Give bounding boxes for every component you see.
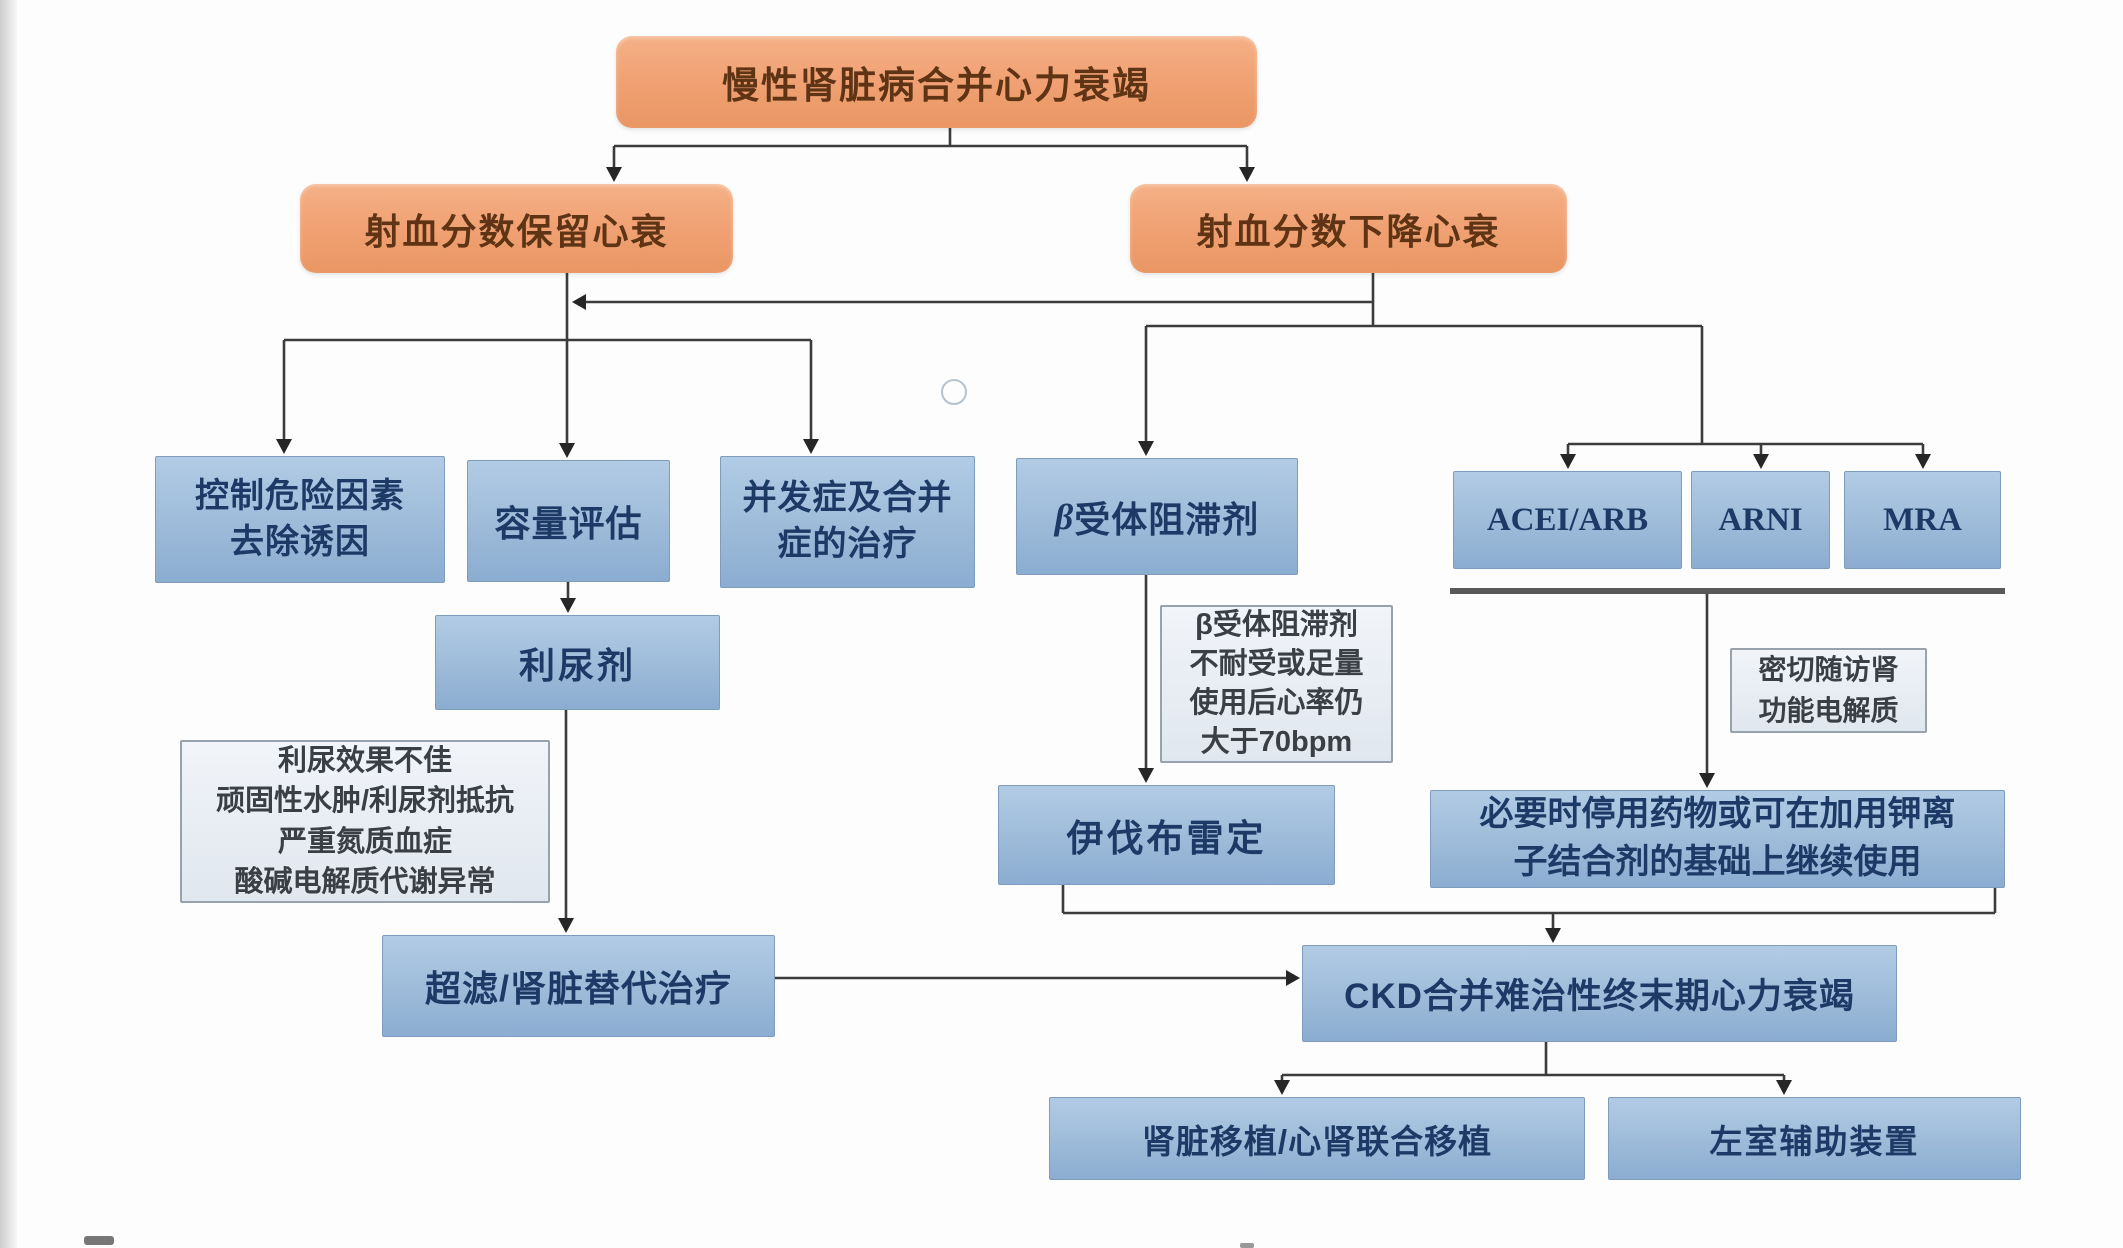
note-diuretic-failure: 利尿效果不佳 顽固性水肿/利尿剂抵抗 严重氮质血症 酸碱电解质代谢异常 [180,740,550,903]
node-ultrafiltration: 超滤/肾脏替代治疗 [382,935,775,1037]
node-potassium-binder: 必要时停用药物或可在加用钾离 子结合剂的基础上继续使用 [1430,790,2005,888]
node-ivabradine-label: 伊伐布雷定 [1066,818,1267,859]
note-diuretic-line1: 利尿效果不佳 [277,745,452,778]
node-hfpef: 射血分数保留心衰 [300,184,733,273]
node-complication-treatment: 并发症及合并 症的治疗 [720,456,975,588]
node-risk-line2: 去除诱因 [230,522,370,561]
node-ckd-endstage-hf: CKD合并难治性终末期心力衰竭 [1302,945,1897,1042]
note-beta-line2: 不耐受或足量 [1189,647,1364,680]
node-hfref-label: 射血分数下降心衰 [1196,210,1501,252]
note-beta-line4: 大于70bpm [1200,726,1353,759]
bottom-smudge-artifact [84,1236,114,1245]
node-complication-line2: 症的治疗 [777,525,918,563]
node-hfpef-label: 射血分数保留心衰 [364,210,669,252]
node-volume-assessment: 容量评估 [467,460,670,582]
node-root: 慢性肾脏病合并心力衰竭 [616,36,1257,128]
note-beta-line1: β受体阻滞剂 [1195,608,1358,641]
node-volume-label: 容量评估 [494,503,643,544]
note-renal-followup: 密切随访肾 功能电解质 [1730,648,1927,733]
note-beta-intolerance: β受体阻滞剂 不耐受或足量 使用后心率仍 大于70bpm [1160,605,1393,763]
node-transplant-label: 肾脏移植/心肾联合移植 [1141,1122,1493,1160]
node-mra-label: MRA [1883,501,1962,538]
node-kidney-heart-transplant: 肾脏移植/心肾联合移植 [1049,1097,1585,1180]
node-potassium-line1: 必要时停用药物或可在加用钾离 [1479,795,1956,834]
node-arni: ARNI [1691,471,1830,569]
page-edge-shadow [0,0,17,1248]
node-hfref: 射血分数下降心衰 [1130,184,1567,273]
node-lvad: 左室辅助装置 [1608,1097,2021,1180]
node-mra: MRA [1844,471,2001,569]
note-diuretic-line3: 严重氮质血症 [277,825,452,858]
note-diuretic-line2: 顽固性水肿/利尿剂抵抗 [215,785,515,818]
node-risk-control: 控制危险因素 去除诱因 [155,456,445,583]
node-ultrafiltration-label: 超滤/肾脏替代治疗 [424,968,732,1009]
node-acei-arb-label: ACEI/ARB [1486,501,1649,538]
node-arni-label: ARNI [1718,501,1803,538]
node-lvad-label: 左室辅助装置 [1709,1122,1920,1160]
bottom-smudge-artifact2 [1240,1243,1254,1248]
node-diuretic-label: 利尿剂 [518,644,636,686]
node-complication-line1: 并发症及合并 [742,479,953,518]
node-beta-blocker-label: 受体阻滞剂 [1074,498,1260,540]
cursor-circle-artifact [941,379,967,405]
node-diuretic: 利尿剂 [435,615,720,710]
beta-symbol: β [1054,496,1075,537]
node-ckd-endstage-label: CKD合并难治性终末期心力衰竭 [1344,977,1855,1016]
note-diuretic-line4: 酸碱电解质代谢异常 [234,865,496,898]
node-potassium-line2: 子结合剂的基础上继续使用 [1513,843,1922,881]
note-followup-line1: 密切随访肾 [1758,653,1899,685]
node-acei-arb: ACEI/ARB [1453,471,1682,569]
node-risk-line1: 控制危险因素 [195,476,405,515]
node-root-label: 慢性肾脏病合并心力衰竭 [722,65,1151,106]
note-followup-line2: 功能电解质 [1758,694,1899,726]
node-ivabradine: 伊伐布雷定 [998,785,1335,885]
note-beta-line3: 使用后心率仍 [1189,687,1364,719]
